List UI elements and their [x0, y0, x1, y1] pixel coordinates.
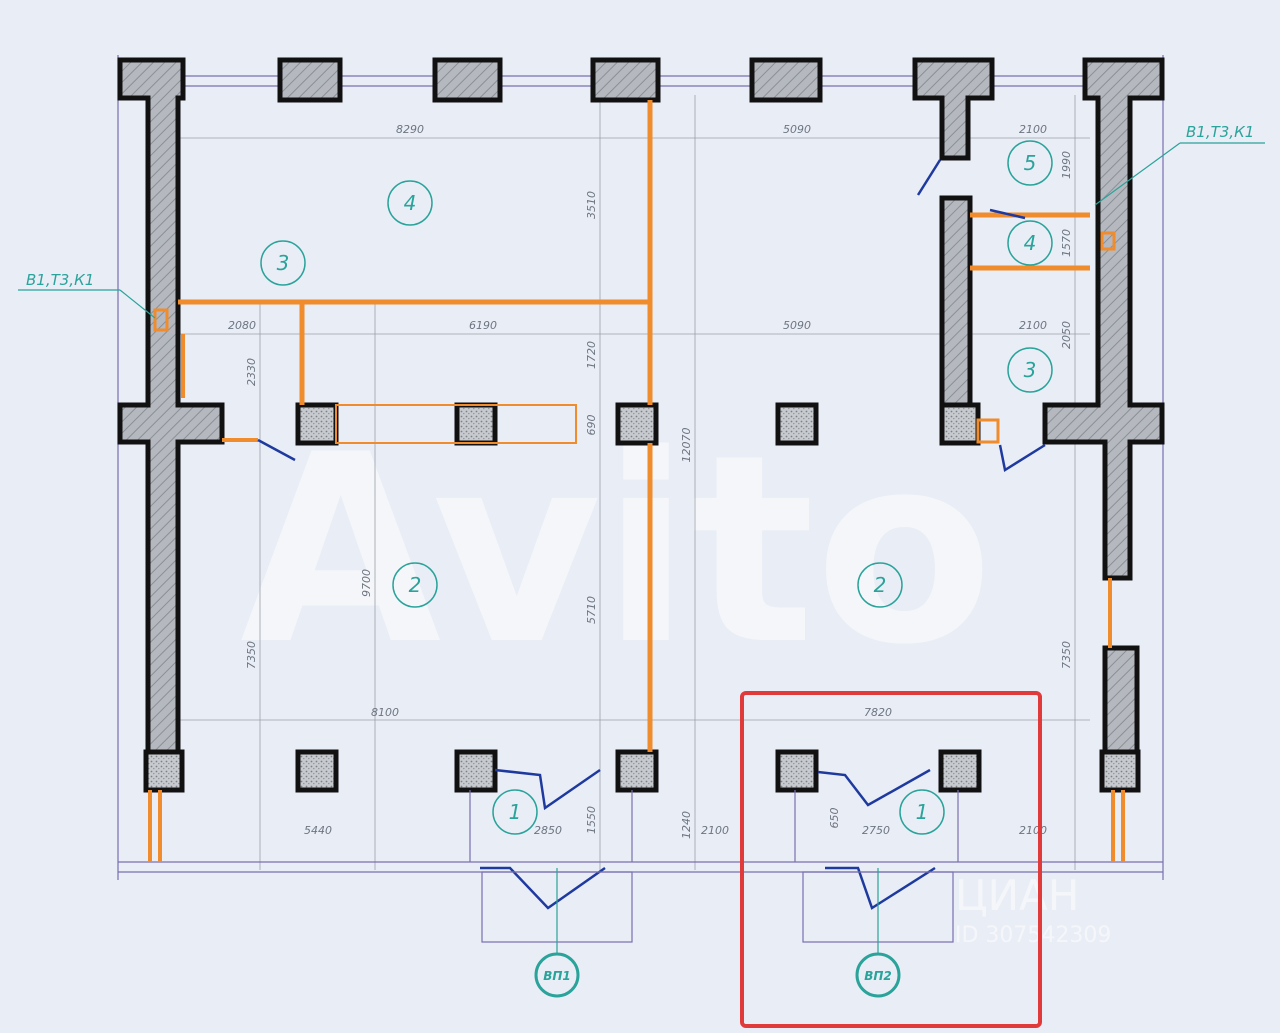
entrance-marker: ВП1: [534, 952, 580, 998]
dim-label: 2100: [1019, 824, 1047, 837]
dim-label: 2330: [245, 358, 258, 386]
dimension-labels-vertical: 3510 1720 690 12070 2330 9700 5710 7350 …: [245, 151, 1073, 839]
wc-top-partition: [912, 57, 995, 161]
room-marker: 5: [1007, 140, 1053, 186]
dim-label: 7820: [864, 706, 892, 719]
dim-label: 2750: [862, 824, 890, 837]
top-pier-1: [277, 57, 343, 103]
room-number: 1: [509, 800, 522, 824]
callout-right-label: В1,Т3,К1: [1186, 123, 1254, 141]
dim-label: 1240: [680, 811, 693, 839]
column: [615, 749, 659, 793]
dim-label: 2100: [1019, 319, 1047, 332]
room-number: 4: [404, 191, 417, 215]
dim-label: 1550: [585, 806, 598, 834]
dim-label: 7350: [245, 641, 258, 669]
dim-label: 8100: [371, 706, 399, 719]
column: [938, 749, 982, 793]
watermark-brand: Avito: [240, 400, 993, 702]
room-number: 2: [874, 573, 887, 597]
dim-label: 1990: [1060, 151, 1073, 179]
dim-label: 7350: [1060, 641, 1073, 669]
dim-label: 690: [585, 415, 598, 436]
column: [295, 749, 339, 793]
room-number: 2: [409, 573, 422, 597]
entrance-marker: ВП2: [855, 952, 901, 998]
dim-label: 5440: [304, 824, 332, 837]
callout-right: В1,Т3,К1: [1094, 123, 1265, 206]
dim-label: 9700: [360, 569, 373, 597]
doors: [257, 159, 1046, 910]
column: [454, 402, 498, 446]
top-pier-3: [590, 57, 661, 103]
column: [775, 749, 819, 793]
wc-side-partition: [939, 195, 973, 411]
dim-label: 6190: [469, 319, 497, 332]
room-marker: 1: [899, 789, 945, 835]
top-pier-2: [432, 57, 503, 103]
room-marker: 2: [857, 562, 903, 608]
room-number: 5: [1024, 151, 1037, 175]
partitions: [148, 100, 1125, 862]
column: [143, 749, 185, 793]
top-pier-4: [749, 57, 823, 103]
entrance-label: ВП2: [864, 969, 892, 983]
dim-label: 1570: [1060, 229, 1073, 257]
dim-label: 2050: [1060, 321, 1073, 349]
columns: [143, 402, 1141, 793]
watermark-company: ЦИАН: [955, 871, 1079, 920]
dimension-labels: 8290 5090 2100 2080 6190 5090 2100 8100 …: [228, 123, 1047, 837]
room-number: 3: [1024, 358, 1037, 382]
room-marker: 1: [492, 789, 538, 835]
dim-label: 650: [828, 808, 841, 829]
watermark-id: ID 307542309: [955, 923, 1111, 948]
entrance-label: ВП1: [543, 969, 571, 983]
column: [939, 402, 981, 446]
dim-label: 8290: [396, 123, 424, 136]
room-number: 1: [916, 800, 929, 824]
entrance-leaders: [556, 868, 879, 955]
column: [775, 402, 819, 446]
column: [615, 402, 659, 446]
dim-label: 2100: [1019, 123, 1047, 136]
room-number: 4: [1024, 231, 1037, 255]
highlight-box: [740, 691, 1042, 1028]
dim-label: 1720: [585, 341, 598, 369]
room-number: 3: [277, 251, 290, 275]
right-wall: [1042, 57, 1165, 581]
room-marker: 4: [387, 180, 433, 226]
dim-label: 12070: [680, 428, 693, 463]
column: [454, 749, 498, 793]
grid-lines: [175, 95, 1090, 870]
room-marker: 3: [260, 240, 306, 286]
callout-left-label: В1,Т3,К1: [26, 271, 94, 289]
dim-label: 2100: [701, 824, 729, 837]
dim-label: 5090: [783, 123, 811, 136]
room-marker: 4: [1007, 220, 1053, 266]
dim-label: 3510: [585, 191, 598, 219]
column: [1099, 749, 1141, 793]
dim-label: 5090: [783, 319, 811, 332]
room-marker: 3: [1007, 347, 1053, 393]
dim-label: 2080: [228, 319, 256, 332]
callout-left: В1,Т3,К1: [18, 271, 156, 319]
column: [295, 402, 339, 446]
dim-label: 5710: [585, 596, 598, 624]
room-marker: 2: [392, 562, 438, 608]
dim-label: 2850: [534, 824, 562, 837]
